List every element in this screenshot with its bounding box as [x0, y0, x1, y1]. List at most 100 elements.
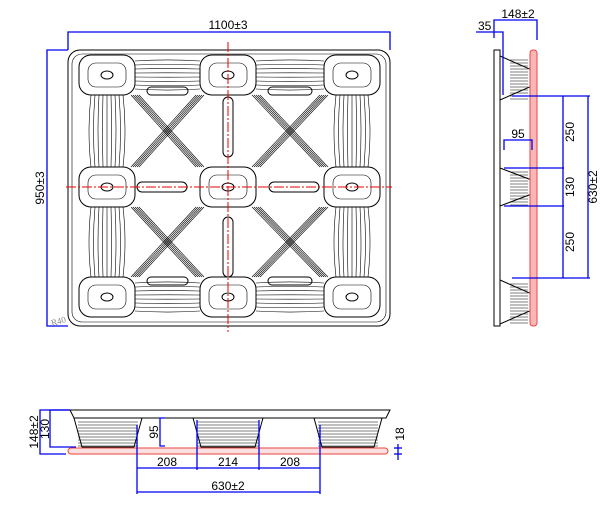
- stringer-rib: [355, 94, 357, 168]
- stringer-rib: [347, 206, 349, 278]
- diagonal-rib: [253, 206, 323, 278]
- stringer-rib: [255, 84, 325, 87]
- front-foot: [73, 417, 143, 448]
- block-top: [78, 54, 136, 96]
- block-top: [78, 276, 136, 318]
- diagonal-rib: [136, 206, 203, 278]
- diagonal-rib: [259, 206, 329, 278]
- stringer-rib: [134, 63, 201, 66]
- block-top: [323, 276, 381, 318]
- diagonal-rib: [251, 94, 321, 168]
- stringer-rib: [114, 94, 117, 168]
- diagonal-rib: [132, 206, 199, 278]
- front-height-label: 148±2: [27, 415, 41, 449]
- front-foot: [192, 417, 264, 448]
- stringer-rib: [122, 94, 126, 168]
- block-inner: [332, 284, 372, 310]
- stringer-rib: [93, 94, 96, 168]
- spacing-dimensions: 250 130 250 630±2: [504, 95, 600, 279]
- side-total-label: 630±2: [586, 170, 600, 204]
- deck-dim-label: 35: [478, 19, 492, 33]
- span1-label: 250: [563, 122, 577, 142]
- stringer-rib: [114, 206, 117, 278]
- handle-slot: [146, 86, 189, 96]
- diagonal-rib: [138, 206, 205, 278]
- block-label: 130: [563, 177, 577, 197]
- diagonal-rib: [251, 206, 321, 278]
- diagonal-rib: [134, 206, 201, 278]
- stringer-rib: [110, 94, 112, 168]
- block-hole: [345, 70, 359, 80]
- stringer-rib: [134, 84, 201, 87]
- block-inner: [332, 62, 372, 88]
- stringer-rib: [342, 94, 345, 168]
- front-foot: [313, 417, 383, 448]
- side-height-dimension: 148±2: [493, 7, 538, 40]
- stringer-rib: [255, 281, 325, 284]
- leg-depth-dimension: 95: [147, 417, 165, 447]
- stringer-rib: [102, 206, 104, 278]
- side-height-label: 148±2: [501, 7, 535, 21]
- stringer-rib: [134, 88, 201, 91]
- diagonal-rib: [257, 206, 327, 278]
- stringer-rib: [342, 206, 345, 278]
- block-top: [323, 54, 381, 96]
- stringer-rib: [122, 206, 126, 278]
- stringer-rib: [347, 94, 349, 168]
- stringer-rib: [93, 206, 96, 278]
- stringer-rib: [97, 206, 100, 278]
- diagonal-rib: [253, 94, 323, 168]
- stringer-rib: [134, 310, 201, 313]
- block-hole: [345, 292, 359, 302]
- block-hole: [100, 292, 114, 302]
- stringer-rib: [333, 94, 337, 168]
- stringer-rib: [355, 206, 357, 278]
- deck-dimension: 35: [476, 19, 504, 95]
- stringer-rib: [134, 59, 201, 62]
- stringer-rib: [88, 94, 92, 168]
- block-inner: [87, 62, 127, 88]
- stringer-rib: [134, 285, 201, 288]
- block-hole: [100, 70, 114, 80]
- center-slot: [222, 216, 234, 278]
- front-span1-label: 208: [157, 455, 177, 469]
- leg-dim-label: 95: [511, 127, 525, 141]
- leg-height-label: 130: [38, 419, 52, 439]
- base-thickness-label: 18: [393, 427, 407, 441]
- stringer-rib: [134, 281, 201, 284]
- stringer-rib: [363, 94, 366, 168]
- front-feet: [73, 417, 383, 448]
- top-view: 1100±3 950±3 R40: [33, 18, 392, 332]
- front-height-dimension: 148±2 130: [27, 409, 76, 455]
- diagonal-rib: [130, 206, 197, 278]
- base-thickness-dimension: 18: [393, 427, 407, 460]
- front-total-label: 630±2: [211, 479, 245, 493]
- side-view: 148±2 35 95 250 130 250 630±2: [476, 7, 600, 327]
- pallet-inner-outline: [71, 53, 387, 323]
- front-span2-label: 214: [218, 455, 238, 469]
- diagonal-rib: [132, 94, 199, 168]
- diagonal-rib: [130, 94, 197, 168]
- stringer-rib: [88, 206, 92, 278]
- deck-front: [69, 409, 391, 419]
- handle-slot: [267, 86, 313, 96]
- stringer-rib: [118, 94, 121, 168]
- deck-profile: [493, 49, 501, 327]
- diagonal-rib: [255, 94, 325, 168]
- base-front: [67, 447, 389, 455]
- front-view: 148±2 130 95 18 208 214 208 630±2: [27, 409, 407, 494]
- stringer-rib: [255, 285, 325, 288]
- stringer-rib: [255, 63, 325, 66]
- stringer-rib: [359, 94, 362, 168]
- stringer-rib: [255, 88, 325, 91]
- diagonal-rib: [138, 94, 205, 168]
- pallet-structure: [78, 54, 381, 318]
- height-dim-label: 950±3: [33, 171, 47, 205]
- stringer-rib: [134, 306, 201, 309]
- width-dimension: 1100±3: [67, 18, 391, 50]
- diagonal-rib: [255, 206, 325, 278]
- front-span3-label: 208: [280, 455, 300, 469]
- stringer-rib: [359, 206, 362, 278]
- span2-label: 250: [563, 232, 577, 252]
